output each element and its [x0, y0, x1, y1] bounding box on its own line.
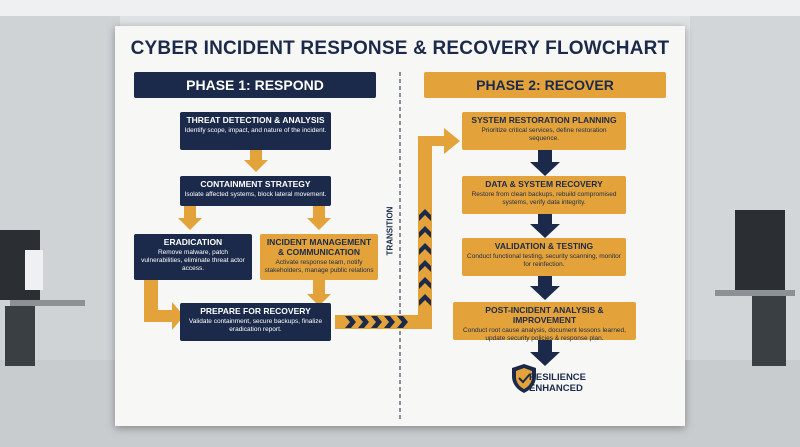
validation-testing-box: VALIDATION & TESTING Conduct functional …: [462, 238, 626, 276]
transition-arrow: [335, 128, 460, 329]
data-recovery-desc: Restore from clean backups, rebuild comp…: [471, 191, 617, 206]
prepare-recovery-box: PREPARE FOR RECOVERY Validate containmen…: [180, 303, 331, 341]
post-incident-box: POST-INCIDENT ANALYSIS & IMPROVEMENT Con…: [453, 302, 636, 342]
incident-management-box: INCIDENT MANAGEMENT & COMMUNICATION Acti…: [260, 234, 378, 280]
threat-detection-title: THREAT DETECTION & ANALYSIS: [186, 115, 325, 125]
shield-icon: [512, 364, 536, 393]
phase-1-header: PHASE 1: RESPOND: [134, 72, 376, 98]
incident-management-title: INCIDENT MANAGEMENT & COMMUNICATION: [266, 237, 372, 257]
restoration-planning-title: SYSTEM RESTORATION PLANNING: [471, 115, 617, 125]
data-recovery-box: DATA & SYSTEM RECOVERY Restore from clea…: [462, 176, 626, 214]
transition-chevrons-horizontal: [345, 316, 408, 328]
threat-detection-box: THREAT DETECTION & ANALYSIS Identify sco…: [180, 112, 331, 150]
eradication-box: ERADICATION Remove malware, patch vulner…: [134, 234, 252, 280]
transition-chevrons-vertical: [419, 209, 431, 306]
arrow-post-to-resilience: [530, 340, 560, 366]
data-recovery-title: DATA & SYSTEM RECOVERY: [485, 179, 603, 189]
arrow-containment-to-eradication: [178, 206, 202, 230]
incident-management-desc: Activate response team, notify stakehold…: [264, 259, 374, 274]
arrow-restoration-to-data: [530, 150, 560, 176]
flowchart-title: CYBER INCIDENT RESPONSE & RECOVERY FLOWC…: [130, 38, 670, 59]
eradication-title: ERADICATION: [163, 237, 223, 247]
phase-2-header: PHASE 2: RECOVER: [424, 72, 666, 98]
validation-testing-desc: Conduct functional testing, security sca…: [467, 253, 621, 268]
containment-strategy-desc: Isolate affected systems, block lateral …: [184, 191, 327, 198]
arrow-data-to-validation: [530, 214, 560, 238]
arrow-incident-to-prepare: [307, 280, 331, 306]
restoration-planning-box: SYSTEM RESTORATION PLANNING Prioritize c…: [462, 112, 626, 150]
containment-strategy-title: CONTAINMENT STRATEGY: [200, 179, 311, 189]
containment-strategy-box: CONTAINMENT STRATEGY Isolate affected sy…: [180, 176, 331, 206]
arrow-validation-to-post: [530, 276, 560, 300]
validation-testing-title: VALIDATION & TESTING: [494, 241, 594, 251]
prepare-recovery-title: PREPARE FOR RECOVERY: [200, 306, 311, 316]
arrow-containment-to-incident: [307, 206, 331, 230]
restoration-planning-desc: Prioritize critical services, define res…: [481, 127, 607, 142]
resilience-label: RESILIENCE ENHANCED: [529, 372, 587, 394]
post-incident-desc: Conduct root cause analysis, document le…: [463, 327, 626, 342]
threat-detection-desc: Identify scope, impact, and nature of th…: [184, 127, 327, 134]
arrow-threat-to-containment: [244, 150, 268, 172]
transition-label: TRANSITION: [385, 206, 395, 256]
arrow-eradication-to-prepare: [144, 280, 184, 330]
eradication-desc: Remove malware, patch vulnerabilities, e…: [141, 249, 245, 272]
post-incident-title: POST-INCIDENT ANALYSIS & IMPROVEMENT: [485, 305, 604, 325]
prepare-recovery-desc: Validate containment, secure backups, fi…: [188, 318, 323, 333]
